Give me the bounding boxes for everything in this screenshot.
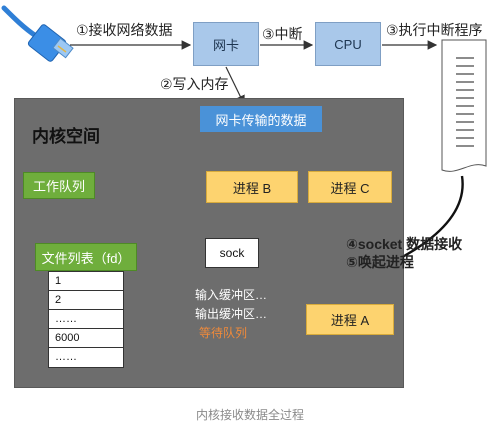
process-a-box: 进程 A xyxy=(306,304,394,335)
fd-item: …… xyxy=(49,310,123,329)
write-memory-label: ②写入内存 xyxy=(160,76,229,92)
nic-box: 网卡 xyxy=(193,22,259,66)
figure-caption: 内核接收数据全过程 xyxy=(195,408,304,422)
process-b-box: 进程 B xyxy=(206,171,298,203)
sock-box: sock xyxy=(205,238,259,268)
fd-item: 6000 xyxy=(49,329,123,348)
output-buffer-label: 输出缓冲区… xyxy=(195,307,268,321)
network-cable-icon xyxy=(1,5,74,62)
process-c-box: 进程 C xyxy=(308,171,392,203)
receive-label: ①接收网络数据 xyxy=(76,22,173,38)
write-memory-arrow xyxy=(225,66,245,106)
fd-item: …… xyxy=(55,351,77,363)
wait-queue-label: 等待队列 xyxy=(199,326,248,340)
fd-item: 1 xyxy=(49,272,123,291)
work-queue-box: 工作队列 xyxy=(23,172,95,199)
input-buffer-label: 输入缓冲区… xyxy=(195,288,268,302)
kernel-space-title: 内核空间 xyxy=(32,127,100,146)
interrupt-label: ③中断 xyxy=(262,26,303,42)
scroll-paper-icon xyxy=(441,39,487,172)
fd-item: 2 xyxy=(49,291,123,310)
nic-data-box: 网卡传输的数据 xyxy=(200,106,322,132)
exec-isr-label: ③执行中断程序 xyxy=(386,22,483,38)
fd-list: 1 2 …… 6000 …… xyxy=(48,271,124,368)
socket-receive-label: ④socket 数据接收 xyxy=(346,236,463,252)
wake-process-label: ⑤唤起进程 xyxy=(346,254,414,270)
file-list-box: 文件列表（fd） xyxy=(35,243,137,271)
cpu-box: CPU xyxy=(315,22,381,66)
